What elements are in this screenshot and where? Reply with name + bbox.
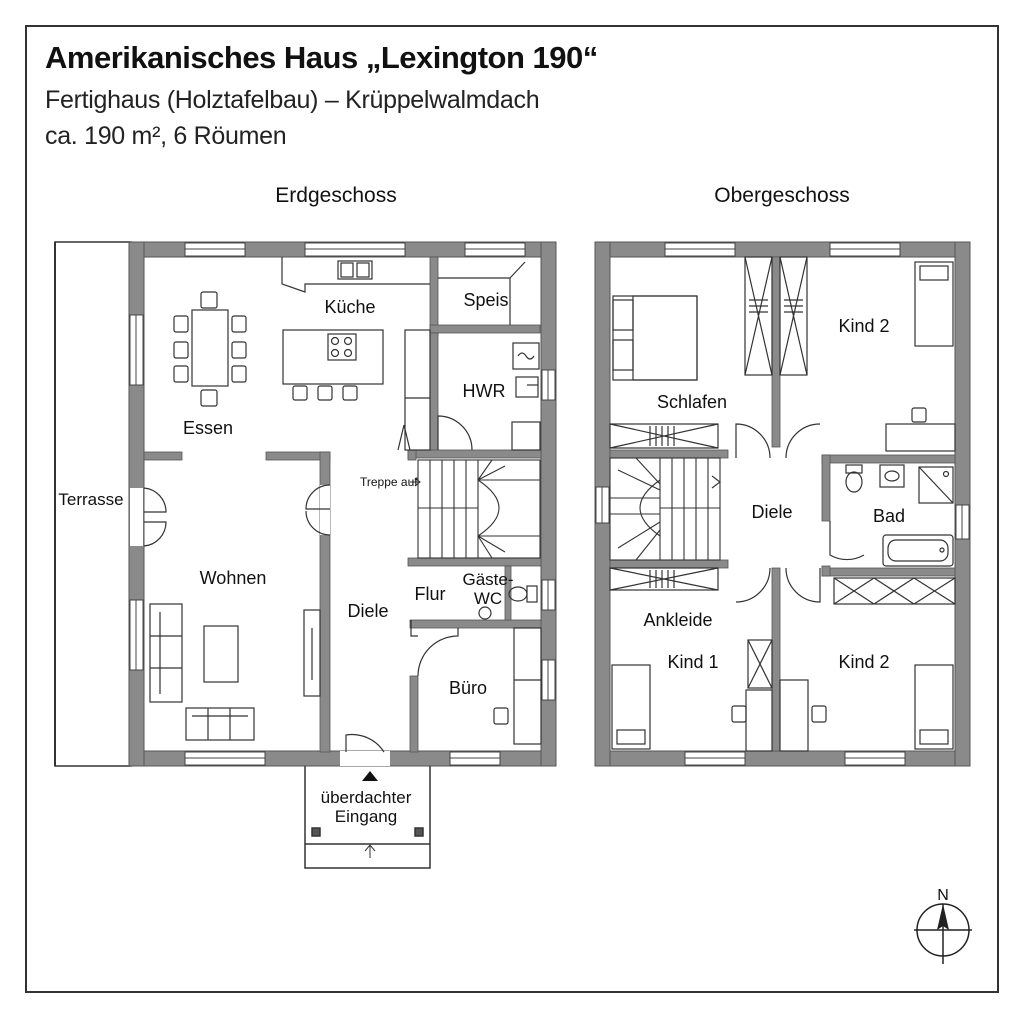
label-kueche: Küche xyxy=(324,297,375,317)
label-schlafen: Schlafen xyxy=(657,392,727,412)
upper-floor-plan: Obergeschoss xyxy=(594,184,971,767)
label-diele-ground: Diele xyxy=(347,601,388,621)
label-buero: Büro xyxy=(449,678,487,698)
kitchen-fixtures xyxy=(281,257,526,451)
label-terrasse: Terrasse xyxy=(58,490,123,509)
label-kind1: Kind 1 xyxy=(667,652,718,672)
label-treppe: Treppe auf xyxy=(360,475,418,489)
living-hall-double-door xyxy=(305,484,331,536)
ground-outer-walls xyxy=(128,241,557,767)
label-speis: Speis xyxy=(463,290,508,310)
ground-interior-walls xyxy=(143,256,542,753)
upper-interior-walls xyxy=(609,256,956,752)
compass-north-arrow-icon xyxy=(937,904,949,930)
north-compass: N xyxy=(914,887,972,964)
dining-table-set xyxy=(173,291,247,407)
child2-top-furniture xyxy=(779,256,956,452)
ground-windows xyxy=(129,242,556,766)
label-essen: Essen xyxy=(183,418,233,438)
drawing-frame xyxy=(25,25,999,993)
bathroom-fixtures xyxy=(845,464,954,567)
ground-floor-plan: Erdgeschoss xyxy=(54,184,557,869)
upper-floor-title: Obergeschoss xyxy=(714,184,849,207)
label-diele-upper: Diele xyxy=(751,502,792,522)
plan-subtitle-construction: Fertighaus (Holztafelbau) – Krüppelwalmd… xyxy=(45,86,540,114)
ground-staircase xyxy=(410,459,541,559)
guest-wc-fixtures xyxy=(410,585,538,637)
label-gaeste-wc-line2: WC xyxy=(474,589,502,608)
label-hwr: HWR xyxy=(463,381,506,401)
child1-furniture xyxy=(609,567,773,752)
label-eingang-line2: Eingang xyxy=(335,807,397,826)
upper-windows xyxy=(595,242,970,766)
terrace-area xyxy=(54,241,132,767)
label-bad: Bad xyxy=(873,506,905,526)
label-kind2-top: Kind 2 xyxy=(838,316,889,336)
label-wohnen: Wohnen xyxy=(200,568,267,588)
label-kind2-bottom: Kind 2 xyxy=(838,652,889,672)
office-furniture xyxy=(417,627,542,745)
label-flur: Flur xyxy=(415,584,446,604)
label-gaeste-wc-line1: Gäste- xyxy=(462,570,513,589)
plan-subtitle-area: ca. 190 m², 6 Röumen xyxy=(45,122,287,150)
utility-room-fixtures xyxy=(437,342,541,451)
compass-north-label: N xyxy=(937,887,949,904)
entrance-porch xyxy=(304,766,431,869)
bedroom-furniture xyxy=(609,256,773,449)
living-furniture xyxy=(149,603,321,741)
terrace-door xyxy=(130,487,167,547)
upper-hall-doors xyxy=(735,423,865,603)
child2-bottom-furniture xyxy=(779,577,956,752)
plan-title: Amerikanisches Haus „Lexington 190“ xyxy=(45,40,598,75)
label-ankleide: Ankleide xyxy=(643,610,712,630)
upper-staircase xyxy=(609,457,721,561)
ground-floor-title: Erdgeschoss xyxy=(275,184,396,207)
label-eingang-line1: überdachter xyxy=(321,788,412,807)
